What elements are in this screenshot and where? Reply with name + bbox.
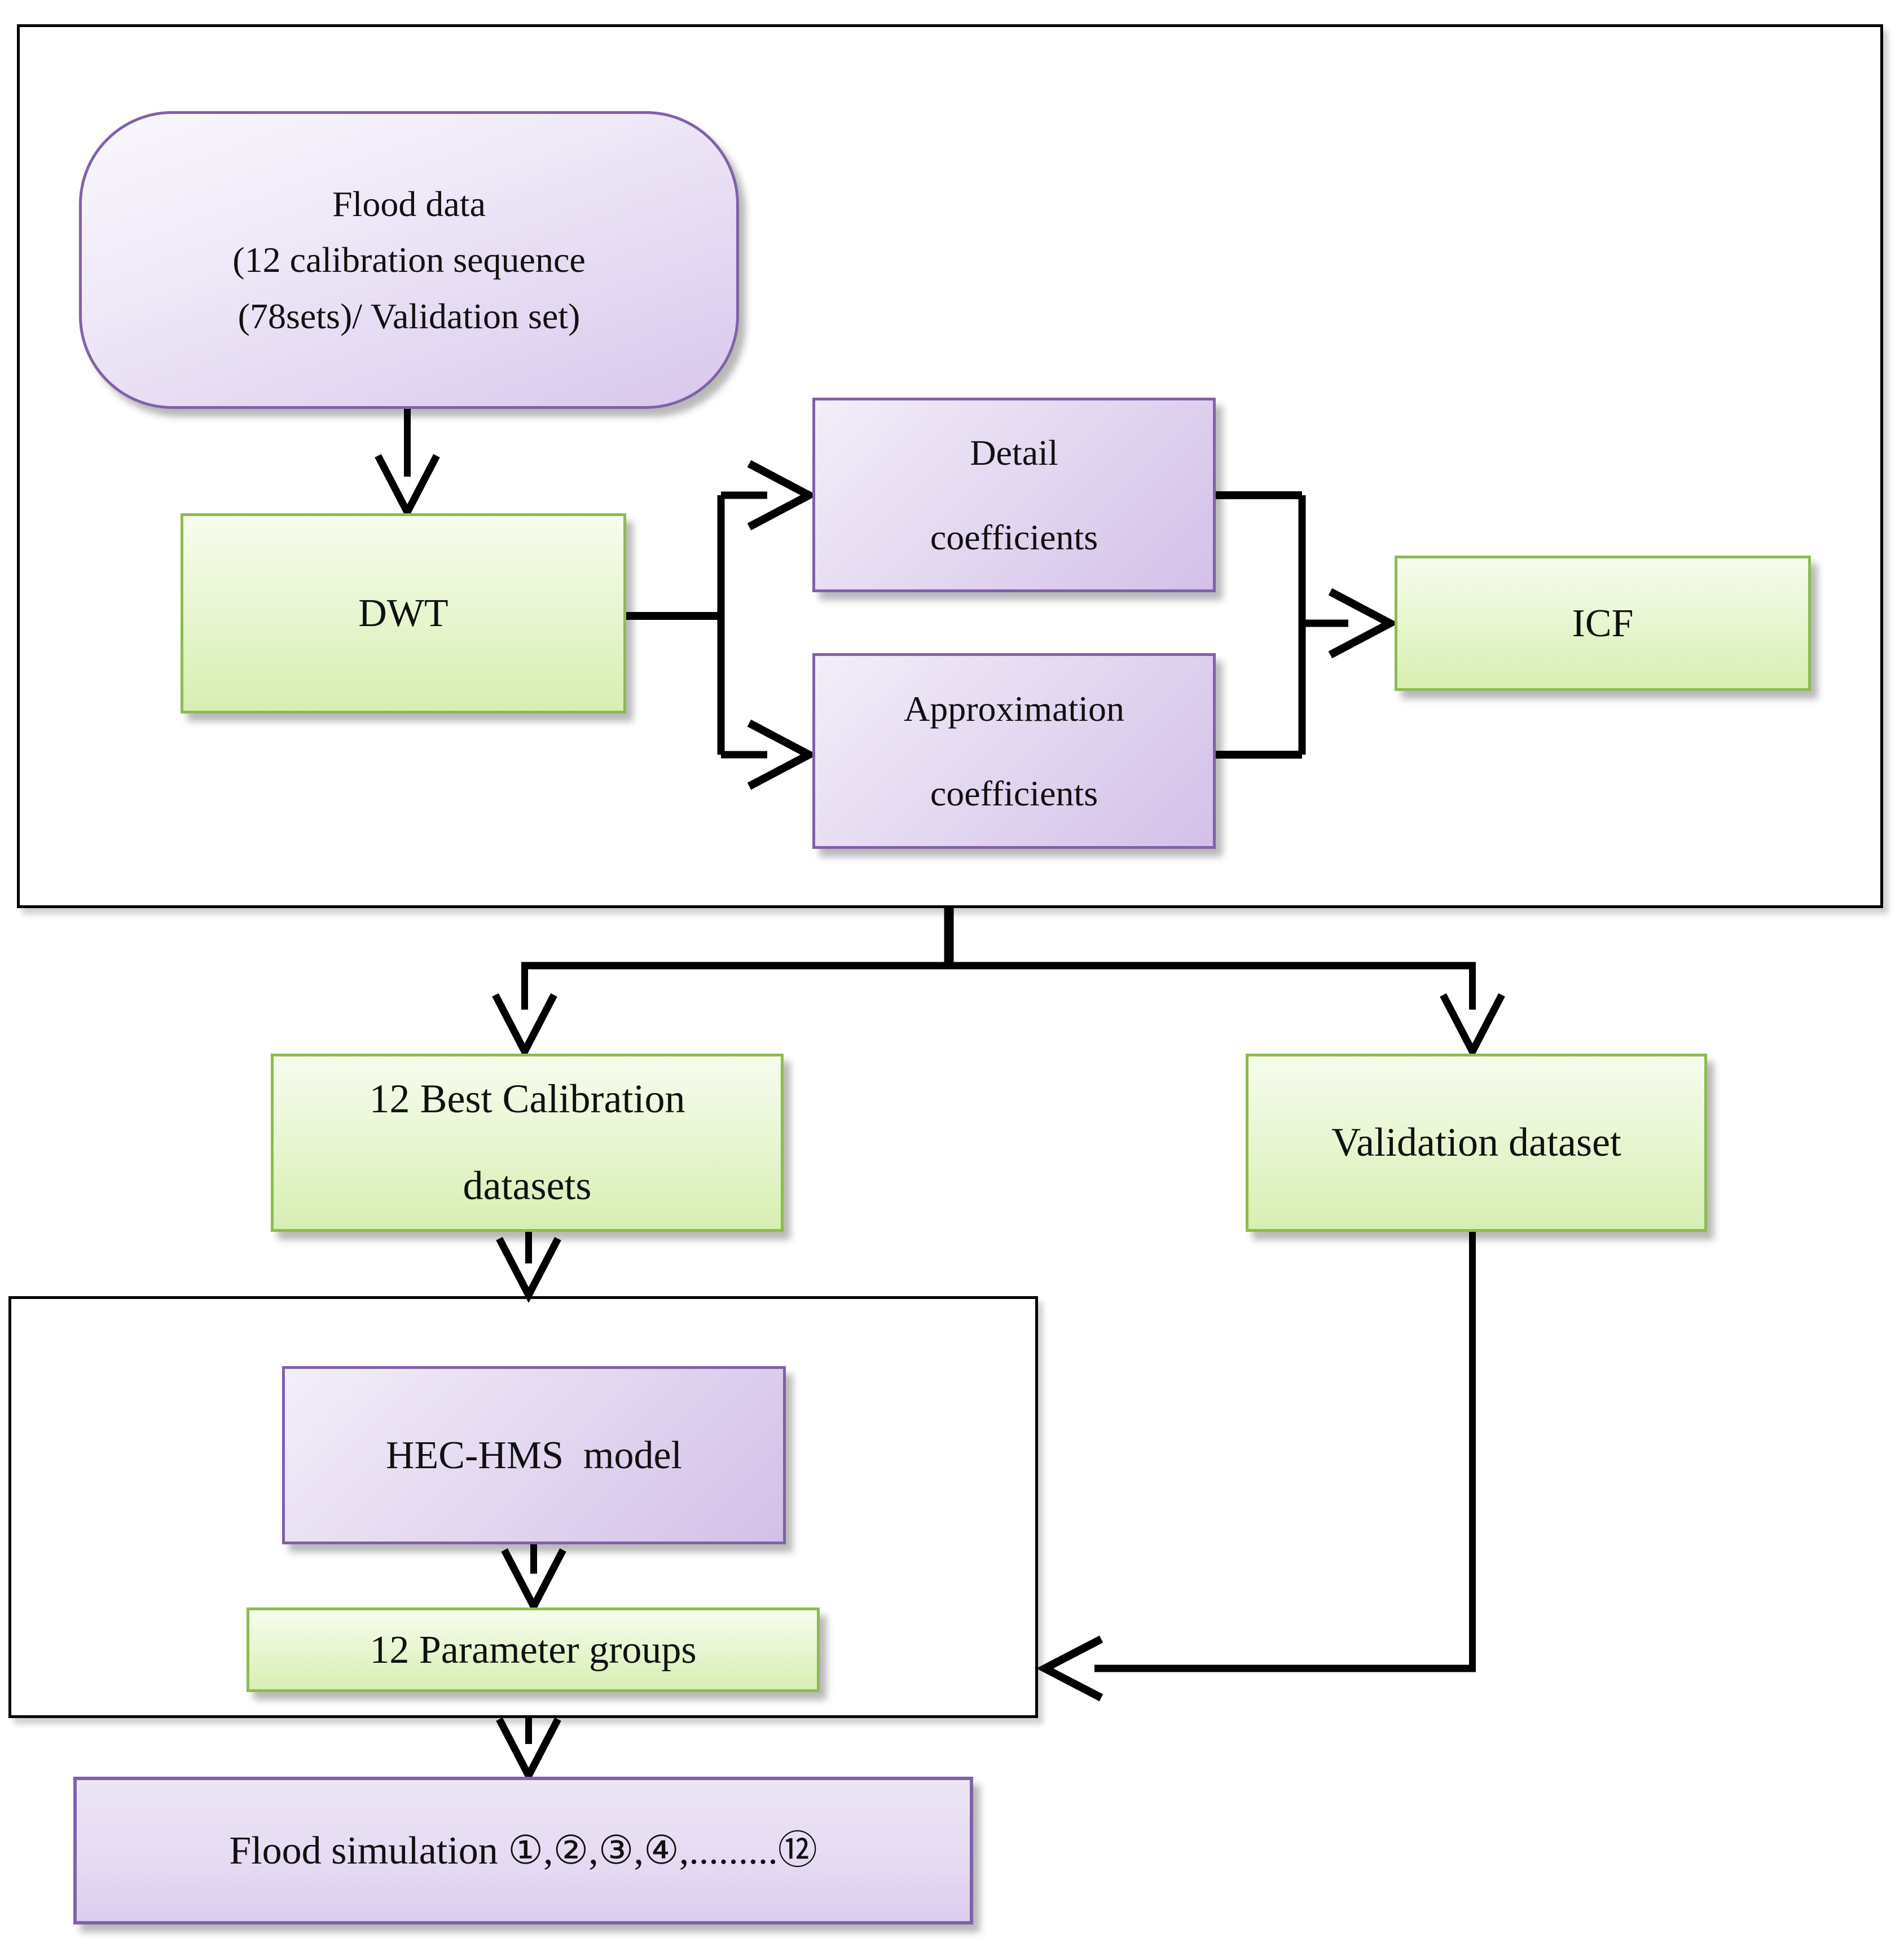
arrowhead-to-simulation (496, 1717, 561, 1784)
flood-data-line1: Flood data (332, 184, 486, 224)
node-validation-dataset: Validation dataset (1246, 1054, 1707, 1232)
arrowhead-flood-data-to-dwt (375, 454, 440, 521)
node-approximation-coefficients: Approximation coefficients (812, 653, 1216, 849)
hec-hms-label: HEC-HMS model (386, 1433, 682, 1477)
icf-label: ICF (1572, 601, 1634, 645)
validation-dataset-label: Validation dataset (1331, 1120, 1621, 1165)
node-flood-data: Flood data (12 calibration sequence (78s… (79, 111, 739, 409)
arrowhead-to-icf (1328, 588, 1399, 659)
arrowhead-to-parameters (501, 1548, 566, 1615)
arrowhead-to-calibration (492, 993, 557, 1060)
best-calibration-line2: datasets (463, 1163, 592, 1208)
node-parameter-groups: 12 Parameter groups (247, 1608, 820, 1692)
preprocessing-container-box (17, 24, 1883, 908)
arrowhead-to-detail (747, 460, 817, 531)
flood-data-line3: (78sets)/ Validation set) (238, 296, 581, 336)
node-flood-simulation: Flood simulation ①,②,③,④,.........⑫ (73, 1777, 973, 1924)
detail-coefficients-line1: Detail (970, 433, 1058, 473)
flood-simulation-label: Flood simulation ①,②,③,④,.........⑫ (229, 1829, 817, 1873)
arrowhead-validation-into-container (1036, 1635, 1103, 1702)
node-icf: ICF (1395, 556, 1811, 691)
arrowhead-to-approximation (747, 719, 817, 790)
best-calibration-line1: 12 Best Calibration (369, 1076, 685, 1122)
detail-coefficients-line2: coefficients (930, 517, 1098, 557)
node-detail-coefficients: Detail coefficients (812, 398, 1216, 592)
approximation-coefficients-line1: Approximation (903, 689, 1125, 729)
parameter-groups-label: 12 Parameter groups (370, 1628, 697, 1672)
dwt-label: DWT (358, 592, 448, 635)
approximation-coefficients-line2: coefficients (930, 773, 1098, 813)
node-hec-hms-model: HEC-HMS model (282, 1366, 786, 1544)
arrowhead-to-validation (1440, 993, 1505, 1060)
node-dwt: DWT (181, 513, 626, 714)
flood-data-line2: (12 calibration sequence (232, 240, 586, 280)
node-best-calibration-datasets: 12 Best Calibration datasets (271, 1054, 784, 1232)
arrowhead-into-container (496, 1237, 561, 1303)
modeling-container-box (8, 1296, 1038, 1718)
